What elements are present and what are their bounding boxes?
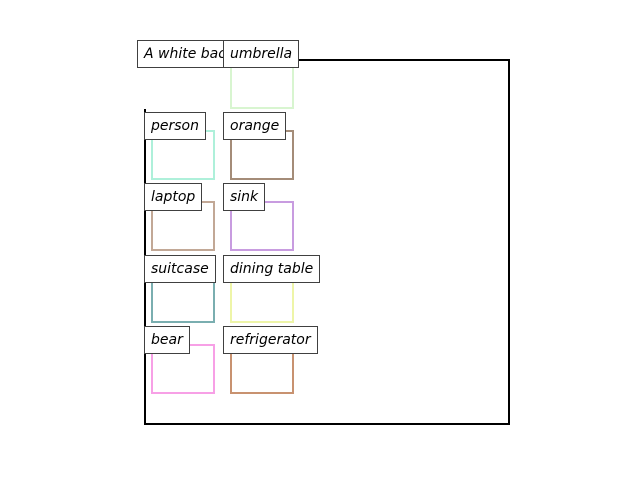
bear-label: bear xyxy=(144,326,190,354)
umbrella-label: umbrella xyxy=(223,40,300,68)
person-label: person xyxy=(144,112,206,140)
dining-table-label: dining table xyxy=(223,255,321,283)
sink-label: sink xyxy=(223,183,266,211)
suitcase-label: suitcase xyxy=(144,255,216,283)
refrigerator-label: refrigerator xyxy=(223,326,318,354)
diagram-frame xyxy=(144,59,510,425)
orange-label: orange xyxy=(223,112,287,140)
laptop-label: laptop xyxy=(144,183,203,211)
